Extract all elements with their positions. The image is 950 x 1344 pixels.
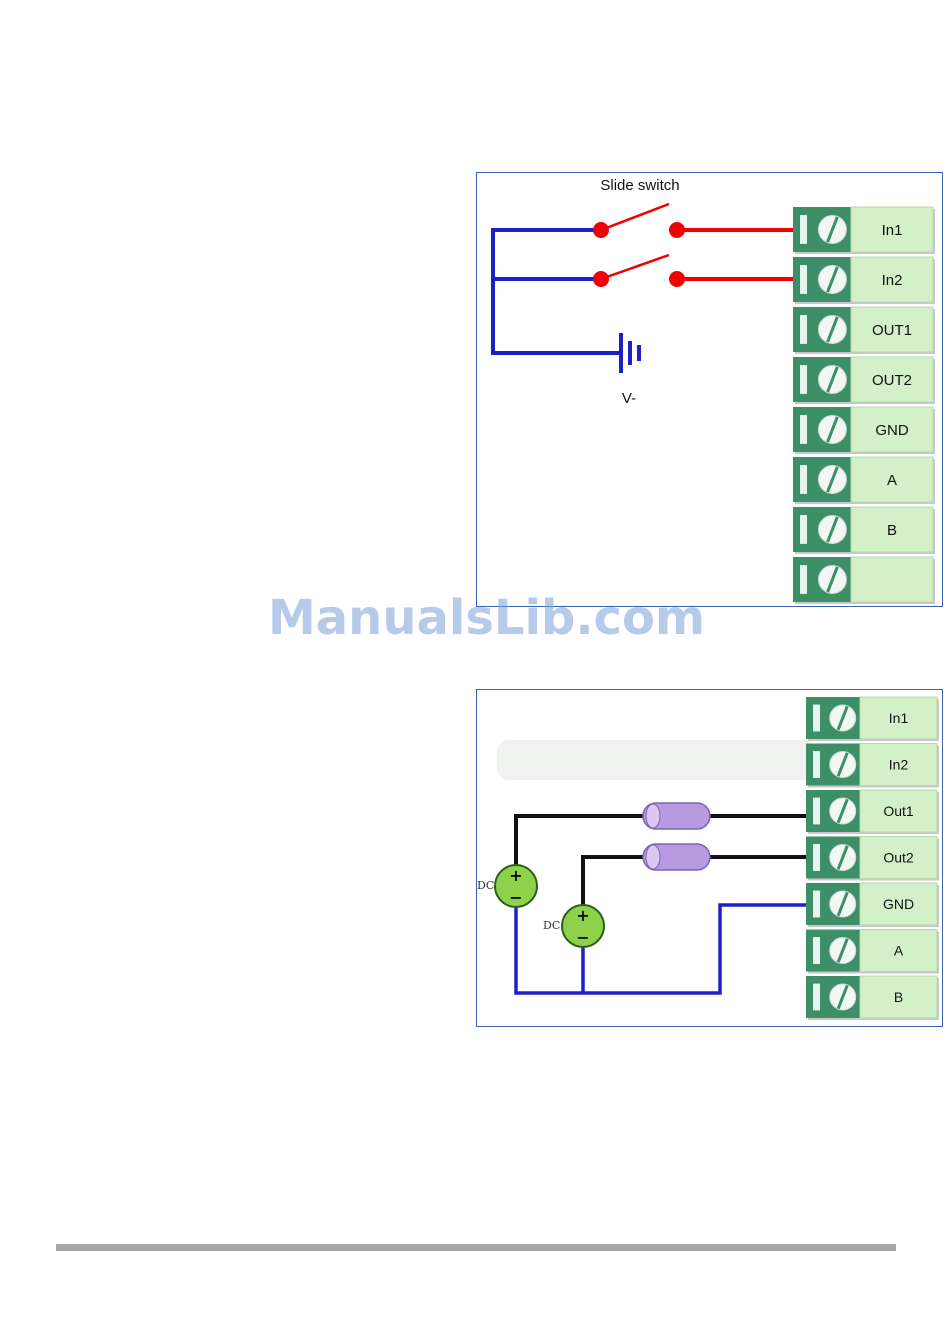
- terminal-label: GND: [883, 896, 914, 912]
- terminal-label: In1: [882, 222, 903, 239]
- dc-source-2-label: DC: [543, 919, 560, 932]
- terminal-label: In2: [882, 272, 903, 289]
- terminal-label: Out2: [883, 850, 914, 866]
- terminal-gnd: GND: [793, 407, 935, 454]
- ground-battery-symbol: [621, 333, 639, 373]
- terminal-label: GND: [875, 422, 909, 439]
- terminal-label: Out1: [883, 803, 914, 819]
- terminal-out2: OUT2: [793, 357, 935, 404]
- terminal-in1: In1: [793, 207, 935, 254]
- terminal-a: A: [793, 457, 935, 504]
- terminal-gnd: GND: [806, 883, 939, 927]
- terminal-b: B: [806, 976, 939, 1020]
- load-resistor-1: [643, 803, 710, 829]
- terminal-label: OUT2: [872, 372, 912, 389]
- terminal-out1: Out1: [806, 790, 939, 834]
- terminal-out2: Out2: [806, 837, 939, 881]
- dc-source-1-label: DC: [477, 879, 494, 892]
- load-resistor-2: [643, 844, 710, 870]
- dc-source-1: + −: [495, 865, 537, 907]
- terminal-in2: In2: [793, 257, 935, 304]
- slide-switch-1: [593, 204, 793, 238]
- terminal-b: B: [793, 507, 935, 554]
- dc-source-2-plus: +: [576, 906, 589, 925]
- watermark: ManualsLib.com: [268, 590, 705, 646]
- dc-source-2-minus: −: [576, 928, 589, 947]
- slide-switch-2: [593, 255, 793, 287]
- terminal-label: B: [894, 989, 903, 1005]
- dc-source-2: + −: [562, 905, 604, 947]
- terminal-a: A: [806, 930, 939, 974]
- footer-rule: [56, 1244, 896, 1251]
- dc-source-1-minus: −: [509, 888, 522, 907]
- terminal-in1: In1: [806, 697, 939, 741]
- terminal-label: In2: [889, 757, 909, 773]
- terminal-out1: OUT1: [793, 307, 935, 354]
- terminal-label: B: [887, 522, 897, 539]
- terminal-label: A: [894, 943, 904, 959]
- dc-source-1-plus: +: [509, 866, 522, 885]
- blue-common-wire: [493, 230, 620, 353]
- ground-label: V-: [622, 390, 636, 407]
- switch-label: Slide switch: [600, 177, 679, 194]
- terminal-in2: In2: [806, 744, 939, 788]
- terminal-unlabeled: [793, 557, 935, 604]
- background-blur: [497, 740, 817, 780]
- ground-return-wires: [516, 903, 807, 993]
- terminal-label: In1: [889, 710, 909, 726]
- terminal-label: OUT1: [872, 322, 912, 339]
- terminal-label: A: [887, 472, 897, 489]
